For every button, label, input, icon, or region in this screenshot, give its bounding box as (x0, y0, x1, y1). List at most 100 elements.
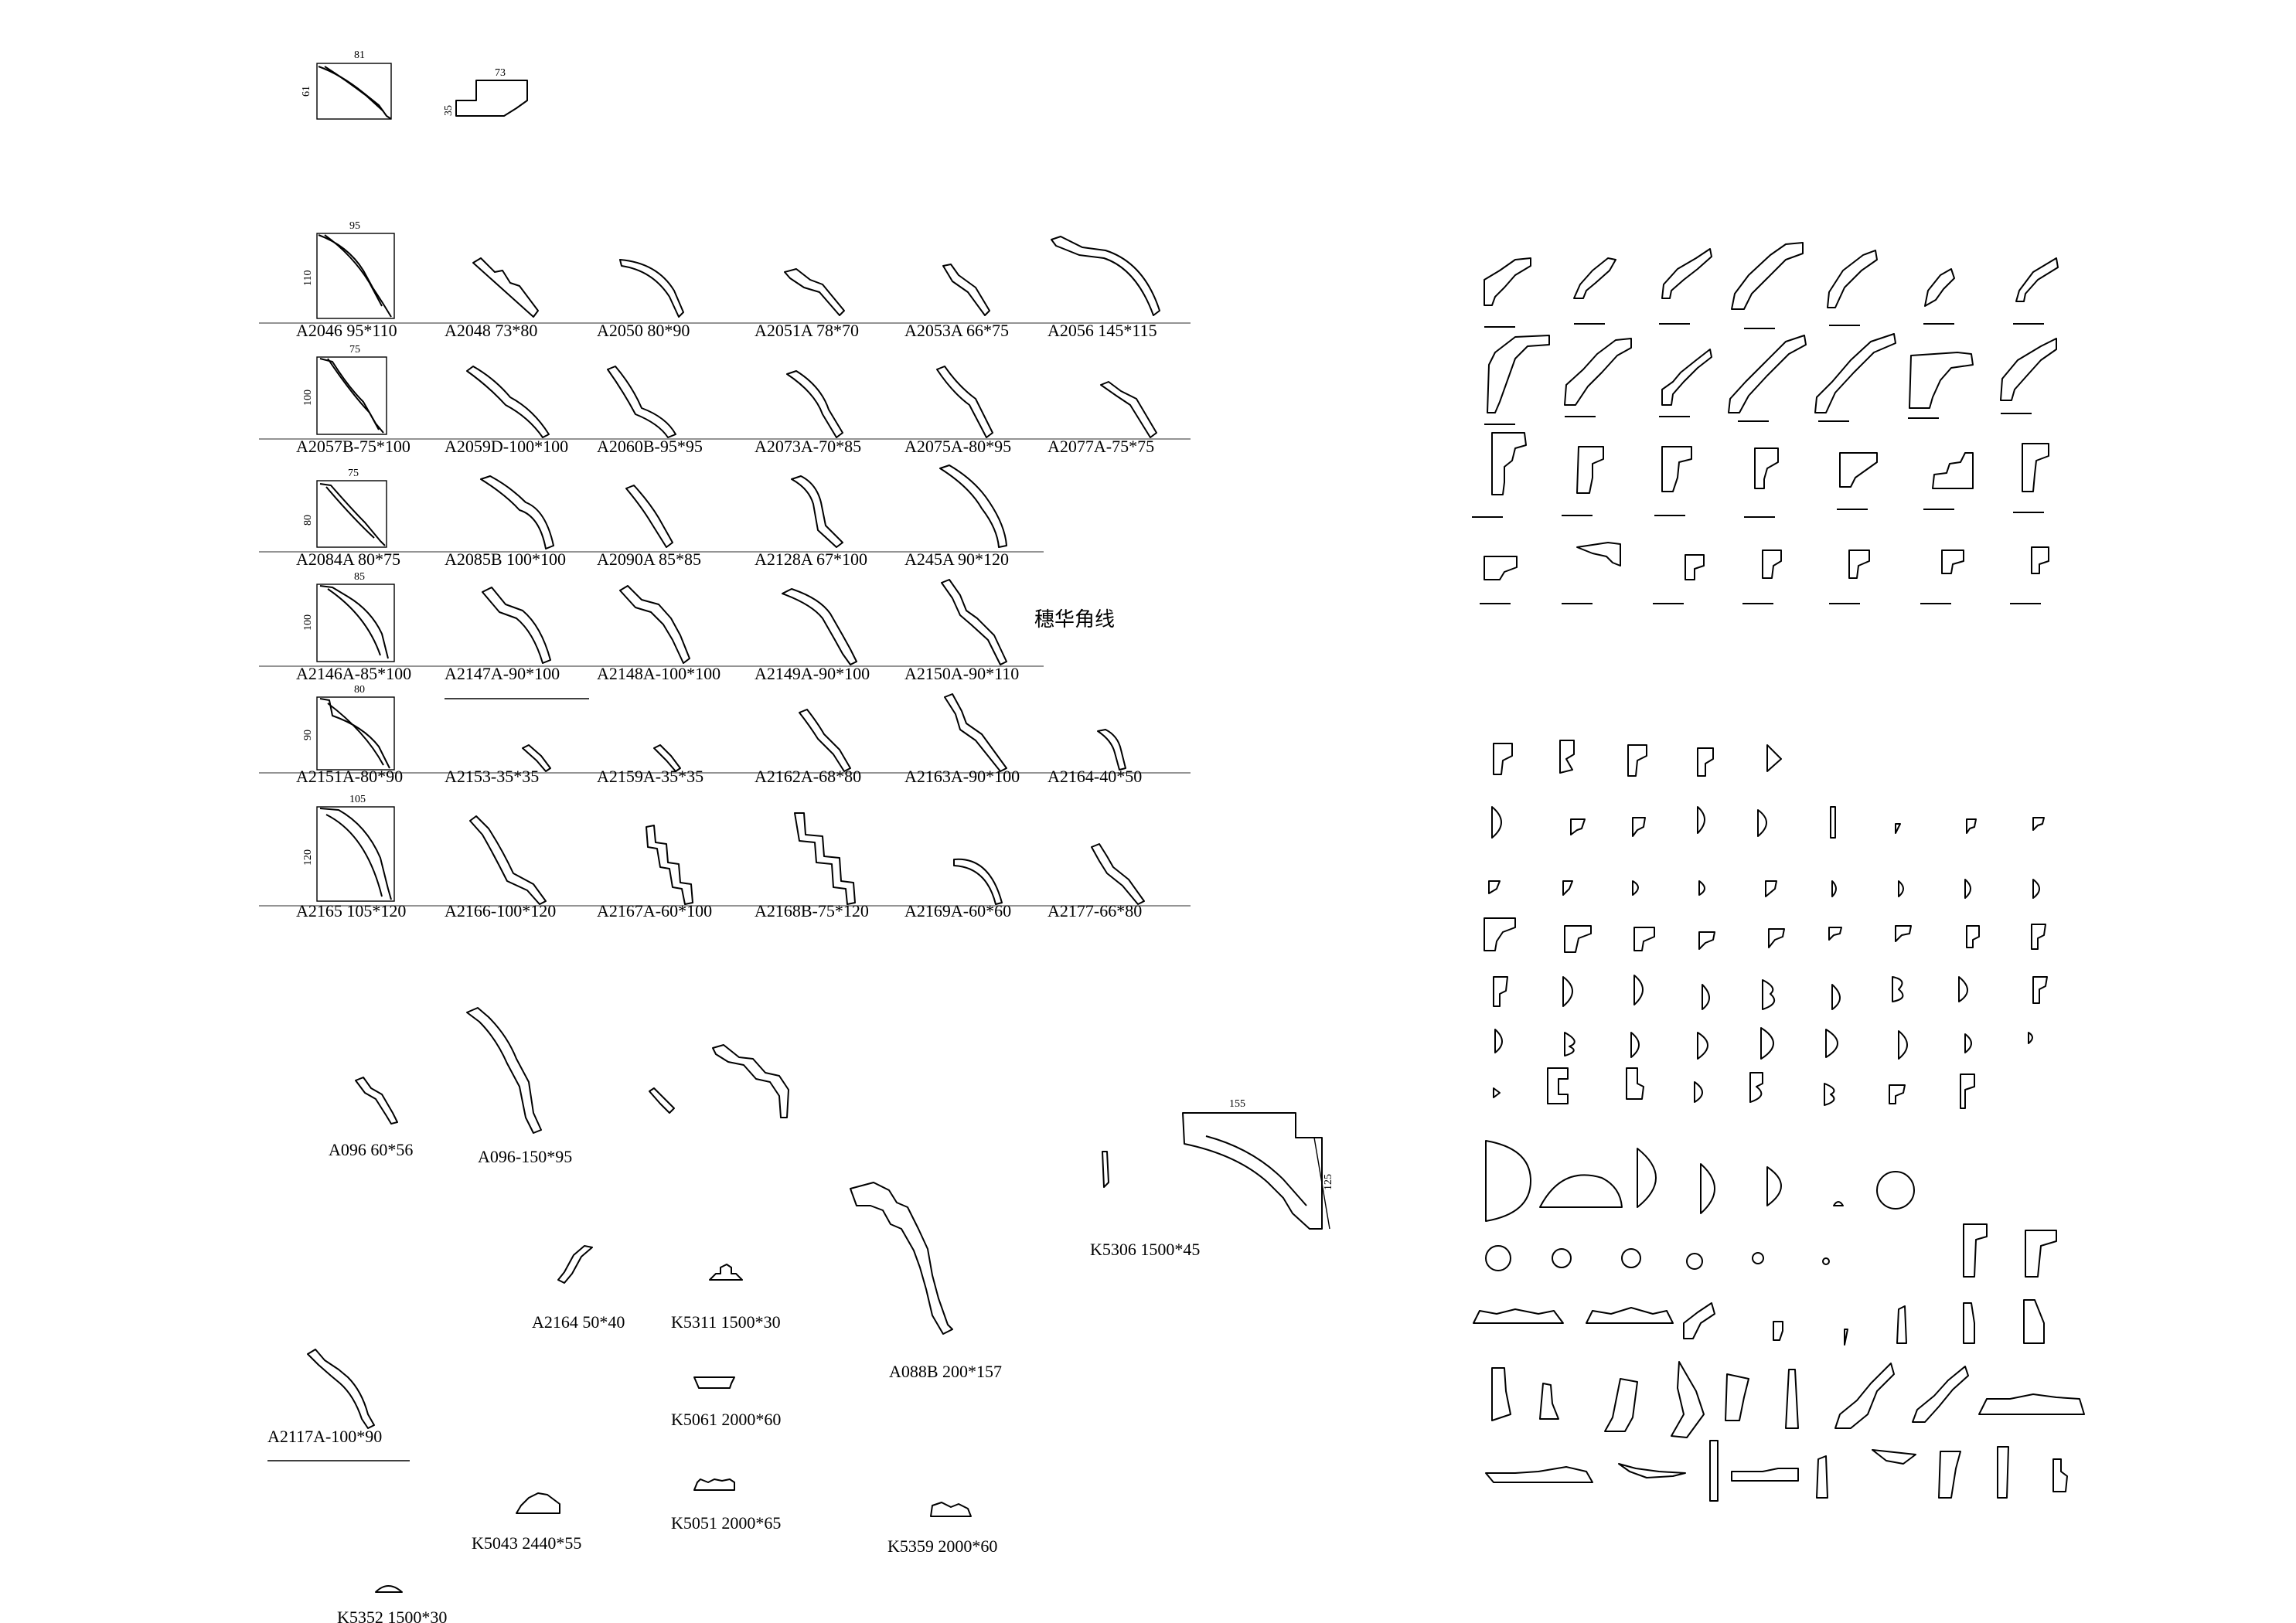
label-A2117A: A2117A-100*90 (267, 1427, 382, 1446)
dim-h-row4: 100 (302, 614, 314, 631)
catalog-profile (1539, 1383, 1559, 1420)
label-A2153: A2153-35*35 (445, 767, 539, 786)
label-K5359: K5359 2000*60 (887, 1536, 997, 1556)
catalog-caption-row (1484, 413, 2032, 425)
catalog-profile-circle (1485, 1245, 1511, 1271)
catalog-profile (2022, 443, 2049, 492)
right-catalogue-upper (1472, 242, 2059, 604)
catalog-profile (1728, 335, 1807, 413)
profile-A2166 (469, 815, 547, 905)
catalog-profile (1966, 925, 1980, 948)
catalog-profile (1762, 979, 1776, 1010)
label-A2169A: A2169A-60*60 (904, 901, 1011, 920)
catalog-profile (1816, 1455, 1828, 1499)
catalog-profile (1626, 1067, 1644, 1100)
label-A2148A: A2148A-100*100 (597, 664, 720, 683)
label-K5311: K5311 1500*30 (671, 1312, 781, 1332)
catalog-profile (2052, 1458, 2068, 1492)
label-K5352: K5352 1500*30 (337, 1608, 447, 1623)
catalog-profile (1824, 1083, 1835, 1106)
label-A2164-50x40: A2164 50*40 (532, 1312, 625, 1332)
catalog-profile (1964, 1033, 1972, 1053)
catalog-profile (1709, 1440, 1719, 1502)
catalog-profile (1661, 446, 1692, 492)
catalog-profile (1997, 1446, 2009, 1499)
catalog-profile (1831, 984, 1841, 1010)
catalog-profile (1895, 823, 1901, 834)
profile-A2128A (791, 475, 843, 548)
dim-h-row5: 90 (302, 730, 314, 740)
label-A2050: A2050 80*90 (597, 321, 690, 340)
catalog-caption-row (1472, 509, 2044, 518)
profile-A2146A: 85 100 (302, 571, 395, 662)
profile-K5051 (693, 1478, 735, 1491)
label-A2159A: A2159A-35*35 (597, 767, 703, 786)
catalog-profile (1765, 880, 1777, 897)
profile-A2077A (1100, 381, 1157, 438)
catalog-profile (1491, 806, 1502, 839)
catalog-profile (2015, 257, 2059, 302)
catalog-profile (1909, 352, 1974, 409)
profile-stepped-cornice (712, 1044, 789, 1118)
profile-A096-large (466, 1007, 542, 1134)
catalog-profile (1697, 1032, 1708, 1060)
catalog-profile (1491, 432, 1527, 495)
label-K5051: K5051 2000*65 (671, 1513, 781, 1533)
catalog-profile (1488, 880, 1501, 894)
label-A2084A: A2084A 80*75 (296, 550, 400, 569)
profile-A2090A (625, 485, 673, 548)
label-A2056: A2056 145*115 (1048, 321, 1157, 340)
catalog-profile (1485, 1466, 1593, 1483)
label-A2149A: A2149A-90*100 (755, 664, 870, 683)
catalog-profile (1912, 1366, 1969, 1423)
dim-w-row3: 75 (348, 468, 359, 479)
catalog-profile (1487, 335, 1550, 413)
catalog-profile (1938, 1451, 1961, 1499)
catalog-profile (1828, 927, 1842, 941)
catalog-profile (1604, 1378, 1638, 1432)
top-profile-b: 73 35 (443, 67, 528, 117)
catalog-profile (1493, 743, 1513, 775)
dim-K5306-h: 125 (1323, 1174, 1334, 1190)
catalog-profile-circle (1621, 1248, 1641, 1268)
label-A2167A: A2167A-60*100 (597, 901, 712, 920)
catalog-profile (1892, 976, 1904, 1002)
profile-A2169A (953, 858, 1003, 905)
profile-A2057B: 75 100 (302, 344, 387, 435)
dim-a-height: 61 (301, 86, 312, 97)
catalog-profile (1694, 1081, 1703, 1103)
catalog-profile (1872, 1449, 1916, 1465)
catalog-profile (1831, 880, 1837, 897)
label-A2177: A2177-66*80 (1048, 901, 1142, 920)
catalog-profile (1632, 817, 1646, 837)
catalog-profile (1827, 250, 1878, 308)
profile-A2153 (522, 744, 551, 772)
catalog-profile (1963, 1223, 1988, 1278)
profile-small-bracket (649, 1087, 675, 1114)
label-A245A: A245A 90*120 (904, 550, 1009, 569)
catalog-profile (1697, 806, 1705, 834)
catalog-profile (1848, 550, 1870, 579)
profile-K5061 (693, 1376, 735, 1389)
catalog-profile (1731, 1468, 1799, 1482)
dim-h-row2: 100 (302, 390, 314, 406)
profile-A2117A (307, 1349, 375, 1429)
catalog-profile (1562, 880, 1573, 896)
label-A2165: A2165 105*120 (296, 901, 406, 920)
label-A2077A: A2077A-75*75 (1048, 437, 1154, 456)
label-A2057B: A2057B-75*100 (296, 437, 410, 456)
profile-A2167A (646, 825, 693, 905)
label-A2073A: A2073A-70*85 (755, 437, 861, 456)
label-A2164-40x50: A2164-40*50 (1048, 767, 1142, 786)
catalog-profile (1839, 452, 1878, 488)
catalog-profile (1941, 550, 1964, 574)
catalog-profile (1491, 1367, 1511, 1421)
catalog-profile (1932, 452, 1974, 489)
label-A2163A: A2163A-90*100 (904, 767, 1020, 786)
label-A2128A: A2128A 67*100 (755, 550, 867, 569)
label-A2046: A2046 95*110 (296, 321, 397, 340)
label-A2059D: A2059D-100*100 (445, 437, 568, 456)
catalog-profile (1924, 268, 1955, 307)
cornice-grid: 95 110 75 100 75 80 (259, 220, 1191, 920)
catalog-profile (1683, 1302, 1715, 1339)
